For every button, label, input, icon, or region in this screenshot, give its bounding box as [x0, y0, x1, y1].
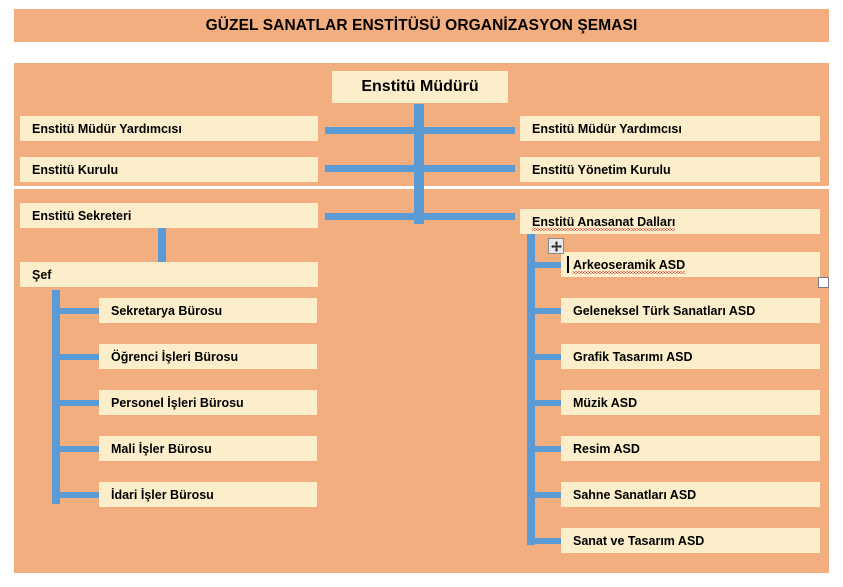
connector-asd-stub-3 [527, 354, 565, 360]
node-mali-isler-burosu[interactable]: Mali İşler Bürosu [99, 436, 317, 461]
connector-crossbar-3 [325, 213, 515, 220]
connector-sef-stub-3 [52, 400, 105, 406]
node-resim-asd[interactable]: Resim ASD [561, 436, 820, 461]
node-label: Sahne Sanatları ASD [573, 487, 697, 502]
node-sahne-sanatlari-asd[interactable]: Sahne Sanatları ASD [561, 482, 820, 507]
node-label: Arkeoseramik ASD [573, 257, 686, 274]
node-enstitu-muduru[interactable]: Enstitü Müdürü [332, 71, 508, 103]
node-label: Şef [32, 267, 52, 282]
connector-asd-trunk [527, 234, 535, 545]
connector-asd-stub-5 [527, 446, 565, 452]
node-label: Enstitü Müdür Yardımcısı [532, 121, 682, 136]
node-idari-isler-burosu[interactable]: İdari İşler Bürosu [99, 482, 317, 507]
connector-crossbar-1 [325, 127, 515, 134]
connector-asd-stub-1 [527, 262, 565, 268]
connector-sef-stub-2 [52, 354, 105, 360]
node-enstitu-anasanat-dallari[interactable]: Enstitü Anasanat Dalları [520, 209, 820, 234]
node-label: Grafik Tasarımı ASD [573, 349, 693, 364]
node-label: Mali İşler Bürosu [111, 441, 212, 456]
resize-handle[interactable] [818, 277, 829, 288]
node-label: Sekretarya Bürosu [111, 303, 223, 318]
connector-asd-stub-7 [527, 538, 565, 544]
node-sef[interactable]: Şef [20, 262, 318, 287]
node-sanat-ve-tasarim-asd[interactable]: Sanat ve Tasarım ASD [561, 528, 820, 553]
node-personel-isleri-burosu[interactable]: Personel İşleri Bürosu [99, 390, 317, 415]
connector-sef-trunk [52, 290, 60, 504]
connector-crossbar-2 [325, 165, 515, 172]
page-title: GÜZEL SANATLAR ENSTİTÜSÜ ORGANİZASYON ŞE… [205, 16, 638, 34]
connector-asd-stub-4 [527, 400, 565, 406]
node-label: Enstitü Yönetim Kurulu [532, 162, 671, 177]
node-label: İdari İşler Bürosu [111, 487, 214, 502]
node-enstitu-mudur-yardimcisi-right[interactable]: Enstitü Müdür Yardımcısı [520, 116, 820, 141]
title-banner-panel [14, 9, 829, 42]
node-muzik-asd[interactable]: Müzik ASD [561, 390, 820, 415]
move-icon[interactable] [548, 238, 564, 254]
node-enstitu-kurulu[interactable]: Enstitü Kurulu [20, 157, 318, 182]
node-label: Enstitü Kurulu [32, 162, 119, 177]
node-label: Müzik ASD [573, 395, 638, 410]
connector-sef-stub-5 [52, 492, 105, 498]
connector-sef-stub-4 [52, 446, 105, 452]
node-label: Geleneksel Türk Sanatları ASD [573, 303, 756, 318]
node-label: Enstitü Anasanat Dalları [532, 214, 676, 231]
connector-root-trunk [414, 104, 424, 224]
node-label: Enstitü Sekreteri [32, 208, 132, 223]
node-ogrenci-isleri-burosu[interactable]: Öğrenci İşleri Bürosu [99, 344, 317, 369]
connector-asd-stub-2 [527, 308, 565, 314]
node-label: Sanat ve Tasarım ASD [573, 533, 705, 548]
node-label: Öğrenci İşleri Bürosu [111, 349, 239, 364]
node-label: Enstitü Müdür Yardımcısı [32, 121, 182, 136]
node-geleneksel-turk-sanatlari-asd[interactable]: Geleneksel Türk Sanatları ASD [561, 298, 820, 323]
node-arkeoseramik-asd[interactable]: Arkeoseramik ASD [561, 252, 820, 277]
node-enstitu-sekreteri[interactable]: Enstitü Sekreteri [20, 203, 318, 228]
node-grafik-tasarimi-asd[interactable]: Grafik Tasarımı ASD [561, 344, 820, 369]
node-label: Enstitü Müdürü [361, 78, 479, 95]
node-enstitu-yonetim-kurulu[interactable]: Enstitü Yönetim Kurulu [520, 157, 820, 182]
chart-panel-lower [14, 189, 829, 573]
node-enstitu-mudur-yardimcisi-left[interactable]: Enstitü Müdür Yardımcısı [20, 116, 318, 141]
connector-sekreteri-to-sef [158, 228, 166, 263]
text-caret [567, 256, 569, 273]
node-sekretarya-burosu[interactable]: Sekretarya Bürosu [99, 298, 317, 323]
node-label: Resim ASD [573, 441, 640, 456]
connector-sef-stub-1 [52, 308, 105, 314]
connector-asd-stub-6 [527, 492, 565, 498]
node-label: Personel İşleri Bürosu [111, 395, 244, 410]
